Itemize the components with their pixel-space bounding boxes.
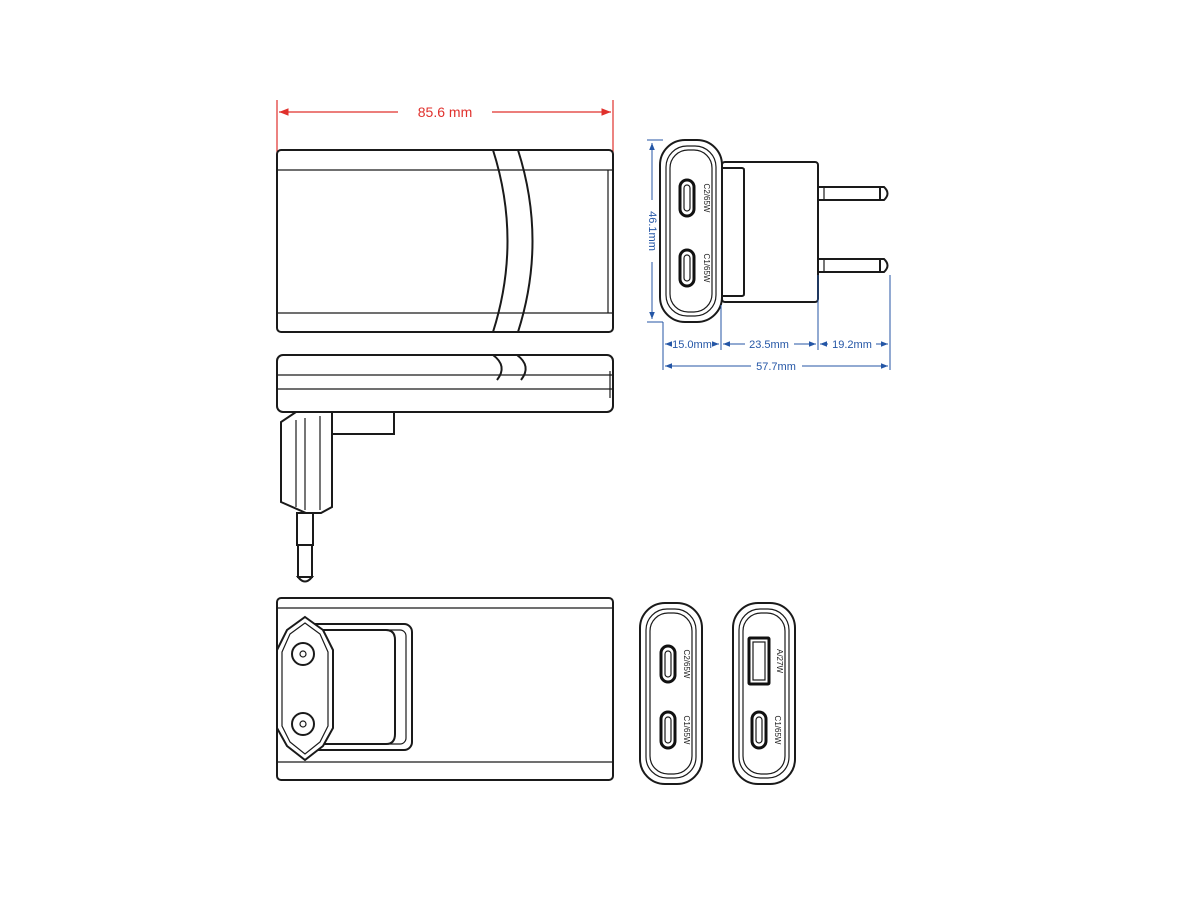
port-label-b-bottom: C1/65W (773, 716, 782, 745)
plug-pin-upper (817, 186, 881, 201)
port-label-top: C2/65W (702, 184, 711, 213)
port-label-b-top: A/27W (775, 649, 784, 673)
height-dimension-label: 46.1mm (646, 211, 658, 251)
end-view-a: C2/65W C1/65W (639, 602, 703, 785)
body-profile (276, 354, 614, 413)
usb-a-port (747, 636, 771, 686)
depth-total-label: 57.7mm (756, 361, 796, 373)
usb-c-port-a-top (659, 644, 677, 684)
end-face-b (732, 602, 796, 785)
end-face-a (639, 602, 703, 785)
side-view-plug: 46.1mm C2/65W C1/65W 15.0mm 23.5mm 19.2m… (646, 139, 891, 373)
folded-plug-face (276, 615, 334, 762)
usb-c-port-top (678, 178, 696, 218)
usb-c-port-b (750, 710, 768, 750)
end-view-b: A/27W C1/65W (732, 602, 796, 785)
usb-c-port-a-bottom (659, 710, 677, 750)
depth-plug-base-label: 23.5mm (749, 339, 789, 351)
body-outline (276, 149, 614, 333)
top-view: 85.6 mm (276, 100, 614, 333)
length-dimension-label: 85.6 mm (418, 104, 472, 120)
port-label-bottom: C1/65W (702, 254, 711, 283)
depth-body-label: 15.0mm (672, 339, 712, 351)
front-view-plug (276, 354, 614, 583)
depth-pins-label: 19.2mm (832, 339, 872, 351)
usb-c-port-bottom (678, 248, 696, 288)
plug-fold-cover (317, 629, 396, 745)
grip-band-left (492, 149, 509, 333)
plug-housing (280, 411, 333, 514)
pin-hole-lower (291, 712, 315, 736)
port-label-a-bottom: C1/65W (682, 716, 691, 745)
plug-pin-collar (296, 512, 314, 546)
port-label-a-top: C2/65W (682, 650, 691, 679)
bottom-view (276, 597, 614, 781)
grip-band-right (517, 149, 534, 333)
pin-hole-upper (291, 642, 315, 666)
plug-pin-lower (817, 258, 881, 273)
charger-end-face (659, 139, 723, 323)
plug-pin (297, 544, 313, 578)
